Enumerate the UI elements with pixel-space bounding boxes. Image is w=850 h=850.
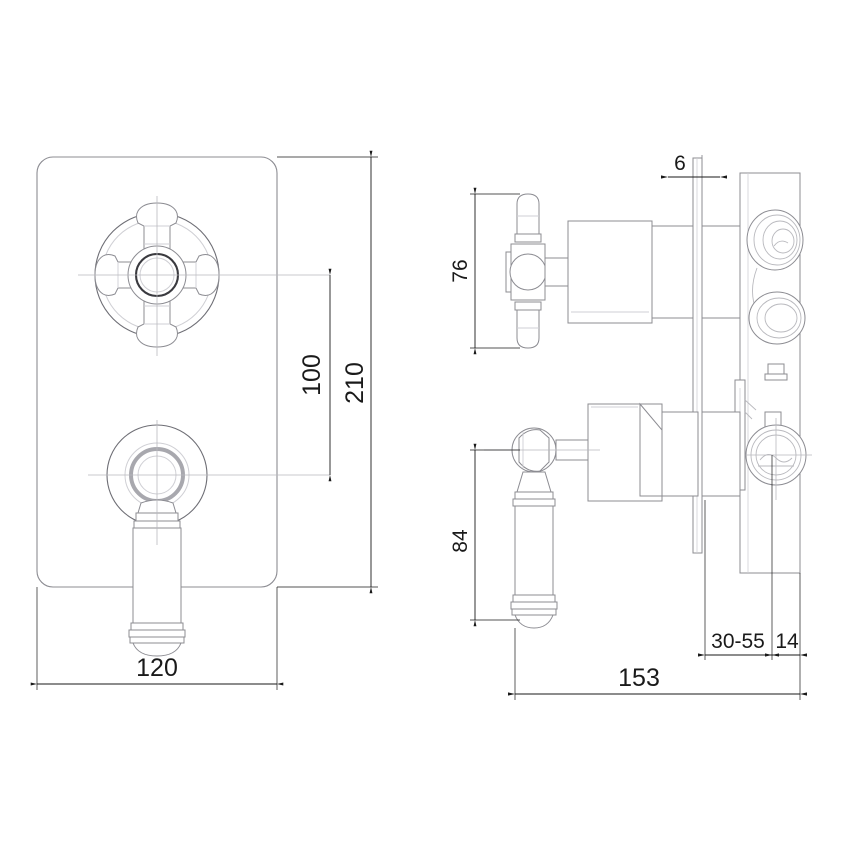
dim-label-30-55: 30-55 (711, 630, 765, 653)
side-cross-handle-assembly (505, 193, 741, 349)
side-lever-end-cap (514, 614, 554, 629)
side-lower-barrel-2 (661, 411, 699, 497)
side-upper-barrel-1 (567, 220, 653, 324)
side-cross-hub-circle (509, 253, 547, 291)
side-view: 76 84 6 30-55 14 153 (449, 152, 812, 700)
side-upper-barrel-3 (697, 225, 741, 319)
front-view: 210 100 120 (30, 150, 378, 690)
side-spindle-collar (544, 257, 569, 287)
lever-base-ring-1 (130, 622, 184, 631)
side-valve-body (734, 172, 812, 574)
dim-label-76: 76 (449, 259, 472, 282)
side-lever-ball (518, 429, 550, 472)
side-cross-arm-top (516, 193, 540, 235)
side-lever-handle-assembly (484, 402, 741, 629)
diverter-knob (745, 411, 812, 500)
dim-label-210: 210 (341, 362, 369, 404)
outlet-port-upper (746, 209, 804, 271)
dim-label-153: 153 (618, 664, 660, 692)
dim-label-6: 6 (674, 152, 686, 175)
dim-label-14: 14 (775, 630, 799, 653)
front-cross-handle (78, 196, 330, 356)
dim-label-120: 120 (136, 654, 178, 682)
lever-base-ring-2 (128, 629, 186, 638)
dim-label-100: 100 (298, 354, 326, 396)
side-cross-arm-bottom (516, 309, 540, 349)
side-lever-shaft (514, 505, 554, 596)
side-lever-neck (516, 471, 552, 493)
lever-end-cap (132, 642, 182, 657)
body-spigot-upper (767, 363, 785, 375)
front-lever-handle (88, 420, 330, 657)
outlet-port-lower (748, 291, 806, 345)
lever-base-ring-3 (129, 636, 185, 644)
side-upper-barrel-2 (651, 225, 699, 319)
dim-label-84: 84 (449, 529, 472, 553)
side-lower-barrel-3 (701, 411, 741, 497)
